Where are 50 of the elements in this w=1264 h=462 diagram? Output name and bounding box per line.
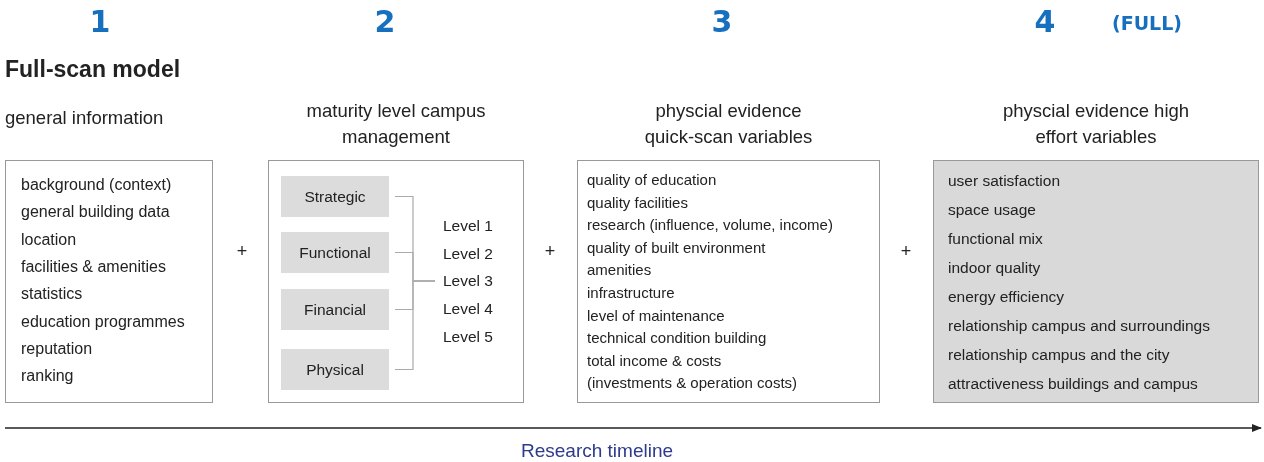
category-box: Financial	[281, 289, 389, 330]
list-item: user satisfaction	[948, 172, 1060, 190]
connector-line	[394, 280, 436, 371]
list-item: ranking	[21, 367, 74, 386]
category-box: Functional	[281, 232, 389, 273]
step-number: 4	[1034, 4, 1056, 40]
panel-heading: physcial evidence quick-scan variables	[643, 99, 814, 149]
plus-sign: +	[544, 241, 556, 263]
category-box: Strategic	[281, 176, 389, 217]
list-item: infrastructure	[587, 284, 675, 302]
step-number: 3	[711, 4, 733, 40]
step-note: (FULL)	[1112, 12, 1182, 35]
step-number: 2	[374, 4, 396, 40]
plus-sign: +	[900, 241, 912, 263]
list-item: total income & costs	[587, 351, 722, 370]
list-item: level of maintenance	[587, 306, 725, 325]
list-item: reputation	[21, 339, 93, 358]
level-label: Level 3	[443, 272, 493, 290]
panel-heading: physcial evidence high effort variables	[1002, 99, 1190, 149]
level-label: Level 4	[443, 300, 493, 318]
list-item: (investments & operation costs)	[587, 374, 798, 393]
list-item: indoor quality	[948, 259, 1041, 277]
list-item: research (influence, volume, income)	[587, 216, 833, 235]
list-item: relationship campus and surroundings	[948, 317, 1210, 335]
list-item: general building data	[21, 203, 170, 222]
level-label: Level 1	[443, 217, 493, 235]
plus-sign: +	[236, 241, 248, 263]
category-box: Physical	[281, 349, 389, 390]
list-item: relationship campus and the city	[948, 346, 1170, 364]
list-item: space usage	[948, 201, 1036, 219]
list-item: quality of education	[587, 171, 717, 189]
list-item: energy efficiency	[948, 288, 1065, 306]
list-item: facilities & amenities	[21, 257, 166, 276]
level-label: Level 5	[443, 328, 493, 346]
list-item: location	[21, 230, 77, 249]
step-number: 1	[89, 4, 111, 40]
list-item: statistics	[21, 285, 83, 304]
list-item: quality of built environment	[587, 238, 766, 257]
panel-heading: maturity level campus management	[305, 99, 487, 149]
level-label: Level 2	[443, 245, 493, 263]
panel-heading: general information	[5, 106, 164, 130]
list-item: education programmes	[21, 312, 185, 331]
list-item: attractiveness buildings and campus	[948, 375, 1198, 393]
list-item: amenities	[587, 261, 652, 280]
list-item: technical condition building	[587, 329, 767, 348]
list-item: background (context)	[21, 176, 172, 194]
list-item: functional mix	[948, 230, 1043, 248]
axis-label: Research timeline	[520, 440, 674, 462]
title: Full-scan model	[5, 56, 181, 83]
list-item: quality facilities	[587, 193, 688, 212]
